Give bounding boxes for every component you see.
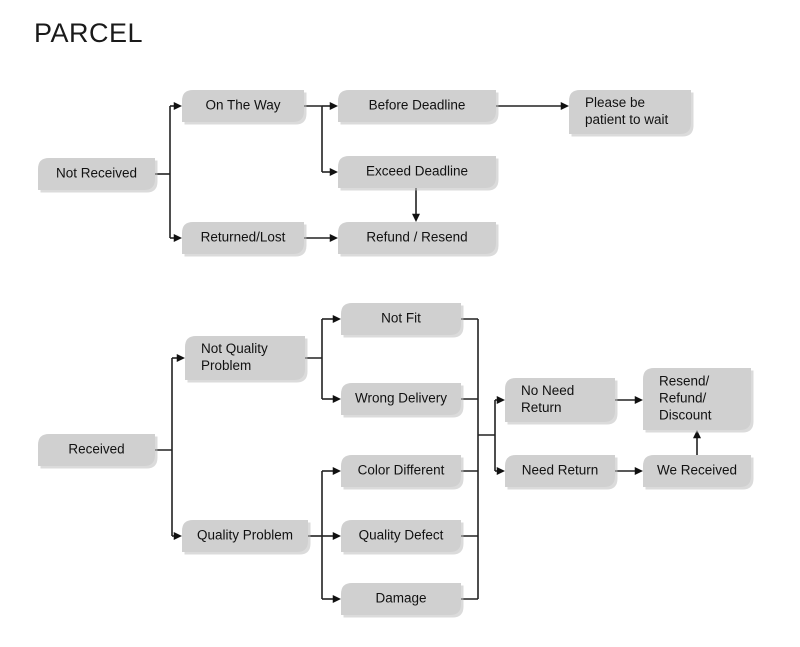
node-shape[interactable] [341,520,461,552]
node-shape[interactable] [38,434,155,466]
branch-arrow [173,234,182,242]
needreturn-to-wereceived-arrow [634,467,643,475]
node-shape[interactable] [643,455,751,487]
node-label: Exceed Deadline [366,164,468,179]
node-not_received[interactable]: Not Received [38,158,158,193]
bus-out-arrow-top [496,396,505,404]
node-label: Received [68,442,124,457]
returned-to-refund-arrow [329,234,338,242]
node-resend_refund_discount[interactable]: Resend/Refund/Discount [643,368,754,433]
node-shape[interactable] [338,90,496,122]
branch-arrow [332,595,341,603]
node-shape[interactable] [182,520,308,552]
node-label: Not Received [56,166,137,181]
noneed-to-resend-arrow [634,396,643,404]
node-label: Quality Defect [359,528,444,543]
page-title: PARCEL [34,18,143,48]
node-label: Resend/ [659,374,710,389]
node-label: Before Deadline [369,98,466,113]
node-label: Not Quality [201,341,268,356]
node-before_deadline[interactable]: Before Deadline [338,90,499,125]
node-shape[interactable] [338,222,496,254]
node-wrong_delivery[interactable]: Wrong Delivery [341,383,464,418]
node-received[interactable]: Received [38,434,158,469]
node-label: On The Way [205,98,280,113]
node-we_received[interactable]: We Received [643,455,754,490]
branch-arrow [332,315,341,323]
branch-arrow [173,102,182,110]
node-label: Refund/ [659,391,707,406]
node-shape[interactable] [341,303,461,335]
node-exceed_deadline[interactable]: Exceed Deadline [338,156,499,191]
node-refund_resend[interactable]: Refund / Resend [338,222,499,257]
node-quality_defect[interactable]: Quality Defect [341,520,464,555]
node-shape[interactable] [38,158,155,190]
node-shape[interactable] [505,455,615,487]
node-shape[interactable] [341,383,461,415]
branch-arrow [173,532,182,540]
node-label: Not Fit [381,311,421,326]
node-shape[interactable] [341,583,461,615]
node-shape[interactable] [182,90,304,122]
node-shape[interactable] [643,368,751,430]
branch-arrow [332,395,341,403]
node-shape[interactable] [569,90,691,134]
node-label: Color Different [358,463,445,478]
node-shape[interactable] [185,336,305,380]
node-damage[interactable]: Damage [341,583,464,618]
node-quality_problem[interactable]: Quality Problem [182,520,311,555]
branch-arrow [329,168,338,176]
node-shape[interactable] [338,156,496,188]
node-on_the_way[interactable]: On The Way [182,90,307,125]
node-shape[interactable] [341,455,461,487]
exceed-to-refund-arrow [412,213,420,222]
node-label: No Need [521,383,574,398]
node-label: Damage [375,591,426,606]
before-to-wait-arrow [560,102,569,110]
branch-arrow [176,354,185,362]
node-label: We Received [657,463,737,478]
node-color_different[interactable]: Color Different [341,455,464,490]
node-label: Return [521,400,562,415]
branch-arrow [332,467,341,475]
node-label: Returned/Lost [201,230,286,245]
node-not_fit[interactable]: Not Fit [341,303,464,338]
node-shape[interactable] [505,378,615,422]
node-label: Problem [201,358,251,373]
connectors-layer [155,102,701,603]
node-label: Refund / Resend [366,230,467,245]
node-label: Discount [659,408,712,423]
node-label: patient to wait [585,112,669,127]
branch-arrow [332,532,341,540]
branch-arrow [329,102,338,110]
node-please_wait[interactable]: Please be patient to wait [569,90,694,137]
node-label: Please be [585,95,645,110]
node-returned_lost[interactable]: Returned/Lost [182,222,307,257]
node-label: Need Return [522,463,599,478]
node-shape[interactable] [182,222,304,254]
node-need_return[interactable]: Need Return [505,455,618,490]
node-label: Wrong Delivery [355,391,447,406]
node-label: Quality Problem [197,528,293,543]
wereceived-up-arrow [693,430,701,439]
bus-out-arrow-bottom [496,467,505,475]
